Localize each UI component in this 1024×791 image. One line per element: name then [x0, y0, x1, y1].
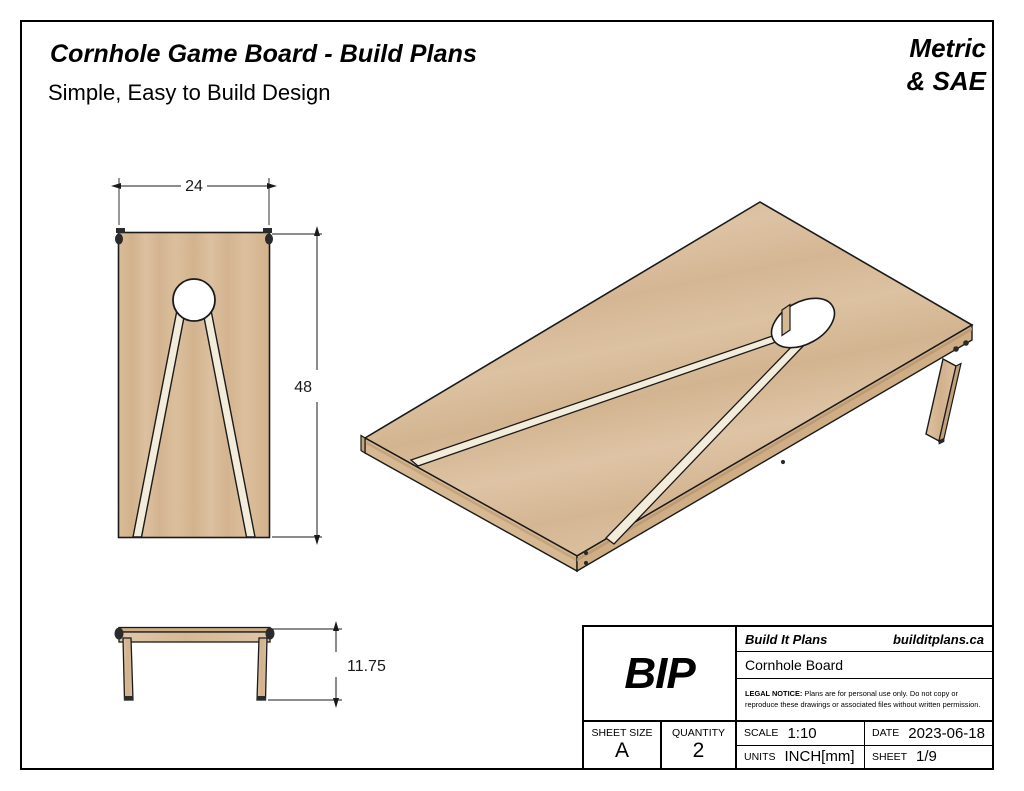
top-view-rail-nub-right	[263, 228, 272, 233]
page-subtitle: Simple, Easy to Build Design	[48, 80, 331, 105]
side-view-board-top	[118, 626, 271, 633]
side-view-hinge-right	[265, 627, 275, 640]
legal-notice-text: Plans are for personal use only. Do not …	[745, 689, 981, 709]
side-view-foot-right	[256, 696, 266, 700]
date-label: DATE	[872, 727, 900, 740]
units-note-line2: & SAE	[906, 65, 986, 96]
dimension-side-height: 11.75	[268, 621, 386, 708]
sheet-size-cell: SHEET SIZE A	[584, 722, 662, 768]
scale-label: SCALE	[744, 727, 779, 740]
side-view: 11.75	[114, 621, 386, 708]
legal-notice: LEGAL NOTICE: Plans are for personal use…	[737, 679, 992, 720]
iso-screw-2	[583, 550, 589, 556]
sheet-label: SHEET	[872, 750, 908, 763]
iso-screw-3	[780, 459, 786, 465]
sheet-number-cell: SHEET 1/9	[865, 746, 992, 769]
iso-rail-front-left-seam	[365, 440, 577, 562]
side-view-foot-left	[124, 696, 134, 700]
dimension-height-label: 48	[294, 379, 312, 396]
scale-value: 1:10	[787, 724, 817, 742]
title-block-bottom: SHEET SIZE A QUANTITY 2 SCALE 1:10 DATE …	[584, 722, 992, 768]
iso-leg-right-foot	[938, 437, 945, 445]
title-block-info: Build It Plans builditplans.ca Cornhole …	[737, 627, 992, 720]
title-block: BIP Build It Plans builditplans.ca Cornh…	[582, 625, 994, 770]
isometric-view	[360, 201, 974, 573]
page-title: Cornhole Game Board - Build Plans	[50, 40, 477, 68]
date-cell: DATE 2023-06-18	[865, 722, 992, 745]
company-name: Build It Plans	[745, 631, 828, 647]
top-view-rail-nub-left	[116, 228, 125, 233]
iso-hole-inner-wall	[781, 303, 791, 337]
spec-grid: SCALE 1:10 DATE 2023-06-18 UNITS INCH[mm…	[737, 722, 992, 768]
quantity-cell: QUANTITY 2	[662, 722, 737, 768]
side-view-leg-left	[122, 637, 134, 701]
top-view-hole	[172, 278, 216, 322]
iso-rail-endcap	[360, 434, 366, 455]
iso-screw-4	[953, 346, 959, 352]
iso-screw-1	[583, 560, 589, 566]
iso-hole-group	[770, 297, 836, 349]
units-cell: UNITS INCH[mm]	[737, 745, 865, 768]
side-view-leg-right	[256, 637, 268, 701]
company-row: Build It Plans builditplans.ca	[737, 627, 992, 652]
quantity-value: 2	[692, 739, 705, 763]
side-view-hinge-left	[114, 627, 124, 640]
scale-cell: SCALE 1:10	[737, 722, 865, 745]
units-note-line1: Metric	[909, 33, 986, 63]
iso-rail-front-right-seam	[577, 327, 972, 562]
company-logo: BIP	[584, 627, 737, 720]
part-name: Cornhole Board	[737, 652, 992, 679]
sheet-border	[20, 20, 994, 770]
spec-row-2: UNITS INCH[mm] SHEET 1/9	[737, 745, 992, 769]
dimension-width-label: 24	[185, 178, 203, 195]
title-block-top: BIP Build It Plans builditplans.ca Cornh…	[584, 627, 992, 722]
technical-drawing: 24 48	[111, 178, 974, 708]
spec-row-1: SCALE 1:10 DATE 2023-06-18	[737, 722, 992, 746]
sheet-size-value: A	[614, 739, 629, 763]
company-website: builditplans.ca	[892, 631, 984, 647]
side-view-board-rail	[118, 631, 271, 643]
dimension-width: 24	[111, 178, 277, 225]
sheet-size-label: SHEET SIZE	[591, 726, 653, 739]
dimension-height: 48	[272, 226, 322, 545]
legal-notice-label: LEGAL NOTICE:	[745, 689, 803, 698]
iso-screw-5	[963, 340, 969, 346]
top-view: 24 48	[111, 178, 322, 545]
units-value: INCH[mm]	[784, 748, 855, 766]
units-note: Metric & SAE	[907, 32, 986, 97]
date-value: 2023-06-18	[908, 724, 985, 742]
dimension-side-height-label: 11.75	[347, 658, 386, 675]
units-label: UNITS	[744, 750, 776, 763]
quantity-label: QUANTITY	[671, 726, 726, 739]
top-view-hinge-left	[115, 233, 123, 245]
top-view-hinge-right	[265, 233, 273, 245]
sheet-value: 1/9	[916, 748, 937, 766]
